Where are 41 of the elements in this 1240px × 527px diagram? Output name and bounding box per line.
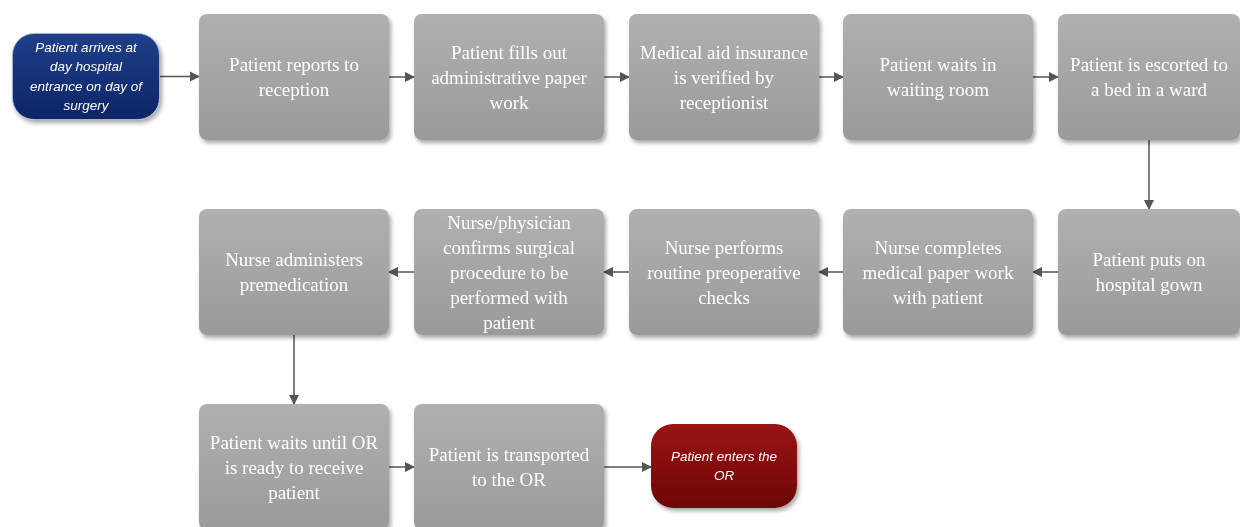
arrow bbox=[817, 266, 844, 278]
arrow bbox=[388, 461, 416, 473]
process-box bbox=[199, 209, 389, 335]
process-box bbox=[843, 14, 1033, 140]
step-label: Patient waits in waiting room bbox=[878, 53, 998, 102]
process-box bbox=[414, 14, 604, 140]
arrow bbox=[818, 71, 845, 83]
step-label: Medical aid insurance is verified by receptionist bbox=[639, 40, 809, 115]
process-box bbox=[629, 209, 819, 335]
process-box bbox=[199, 14, 389, 140]
step-label: Nurse administers premedication bbox=[224, 248, 364, 297]
process-box bbox=[629, 14, 819, 140]
arrow bbox=[288, 334, 300, 406]
step-label: Nurse/physician confirms surgical procedure to be performed with patient bbox=[441, 210, 577, 335]
step-label: Patient is transported to the OR bbox=[427, 443, 591, 492]
arrow bbox=[1031, 266, 1059, 278]
step-label: Patient is escorted to a bed in a ward bbox=[1069, 53, 1229, 102]
process-box bbox=[414, 209, 604, 335]
process-box bbox=[199, 404, 389, 527]
arrow bbox=[1143, 139, 1155, 211]
process-box bbox=[1058, 14, 1240, 140]
process-box bbox=[843, 209, 1033, 335]
process-box bbox=[1058, 209, 1240, 335]
arrow bbox=[159, 71, 201, 82]
arrow bbox=[603, 71, 631, 83]
step-label: Nurse completes medical paper work with patient bbox=[861, 235, 1015, 310]
step-label: Patient puts on hospital gown bbox=[1091, 248, 1207, 297]
step-label: Patient reports to reception bbox=[228, 53, 360, 102]
arrow bbox=[603, 461, 653, 473]
step-label: Patient enters the OR bbox=[670, 447, 778, 485]
step-label: Nurse performs routine preoperative checks bbox=[646, 235, 802, 310]
arrow bbox=[1032, 71, 1060, 83]
step-label: Patient arrives at day hospital entrance on day of surgery bbox=[29, 38, 144, 115]
arrow bbox=[388, 71, 416, 83]
arrow bbox=[387, 266, 415, 278]
step-label: Patient waits until OR is ready to receive patient bbox=[208, 430, 380, 505]
process-box bbox=[414, 404, 604, 527]
arrow bbox=[602, 266, 630, 278]
end-terminal bbox=[651, 424, 797, 508]
start-terminal bbox=[12, 33, 160, 120]
step-label: Patient fills out administrative paper work bbox=[430, 40, 588, 115]
